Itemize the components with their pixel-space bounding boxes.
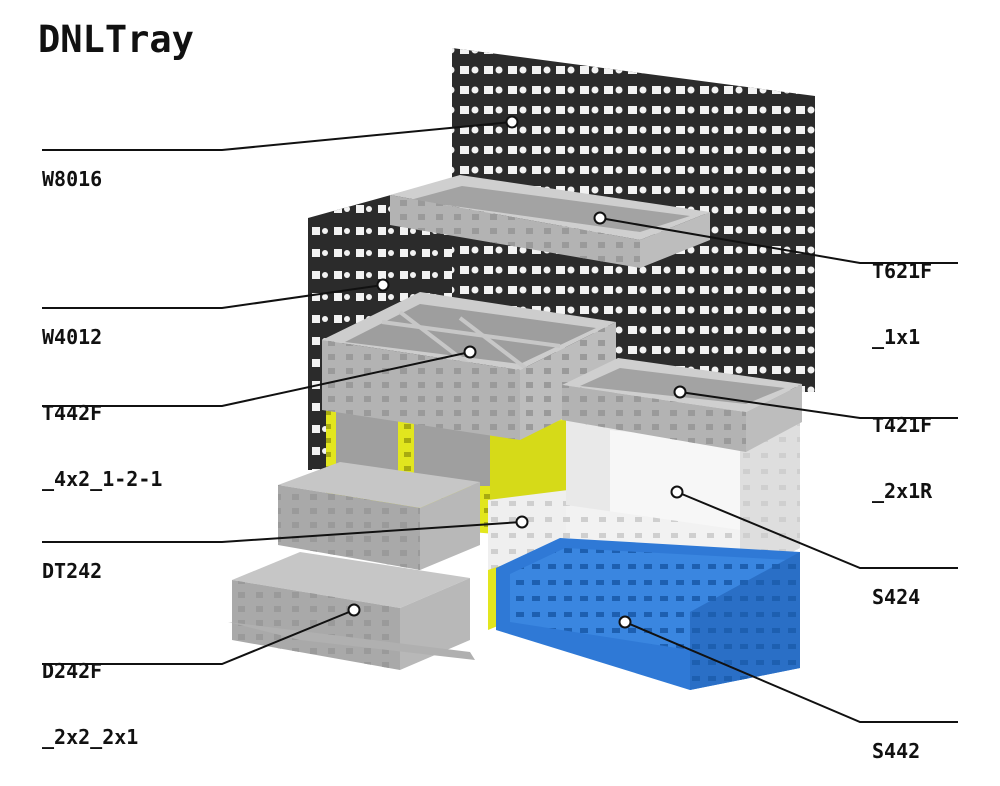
dot-t421f xyxy=(675,387,686,398)
dot-s442 xyxy=(620,617,631,628)
page-title: DNLTray xyxy=(38,18,194,61)
label-dt242: DT242 xyxy=(42,516,102,604)
shelf-s442 xyxy=(496,538,800,690)
dot-w8016 xyxy=(507,117,518,128)
dot-t442f xyxy=(465,347,476,358)
label-s424: S424 xyxy=(872,542,920,630)
label-t442f: T442F _4x2_1-2-1 xyxy=(42,358,162,512)
dot-w4012 xyxy=(378,280,389,291)
label-s442: S442 xyxy=(872,696,920,784)
drawers-d242f xyxy=(228,462,480,670)
dot-s424 xyxy=(672,487,683,498)
label-d242f: D242F _2x2_2x1 xyxy=(42,616,138,770)
dot-d242f xyxy=(349,605,360,616)
label-t421f: T421F _2x1R xyxy=(872,370,932,524)
label-w8016: W8016 xyxy=(42,124,102,212)
leader-w8016 xyxy=(42,122,512,150)
dot-t621f xyxy=(595,213,606,224)
label-w4012: W4012 xyxy=(42,282,102,370)
dot-dt242 xyxy=(517,517,528,528)
label-t621f: T621F _1x1 xyxy=(872,216,932,370)
